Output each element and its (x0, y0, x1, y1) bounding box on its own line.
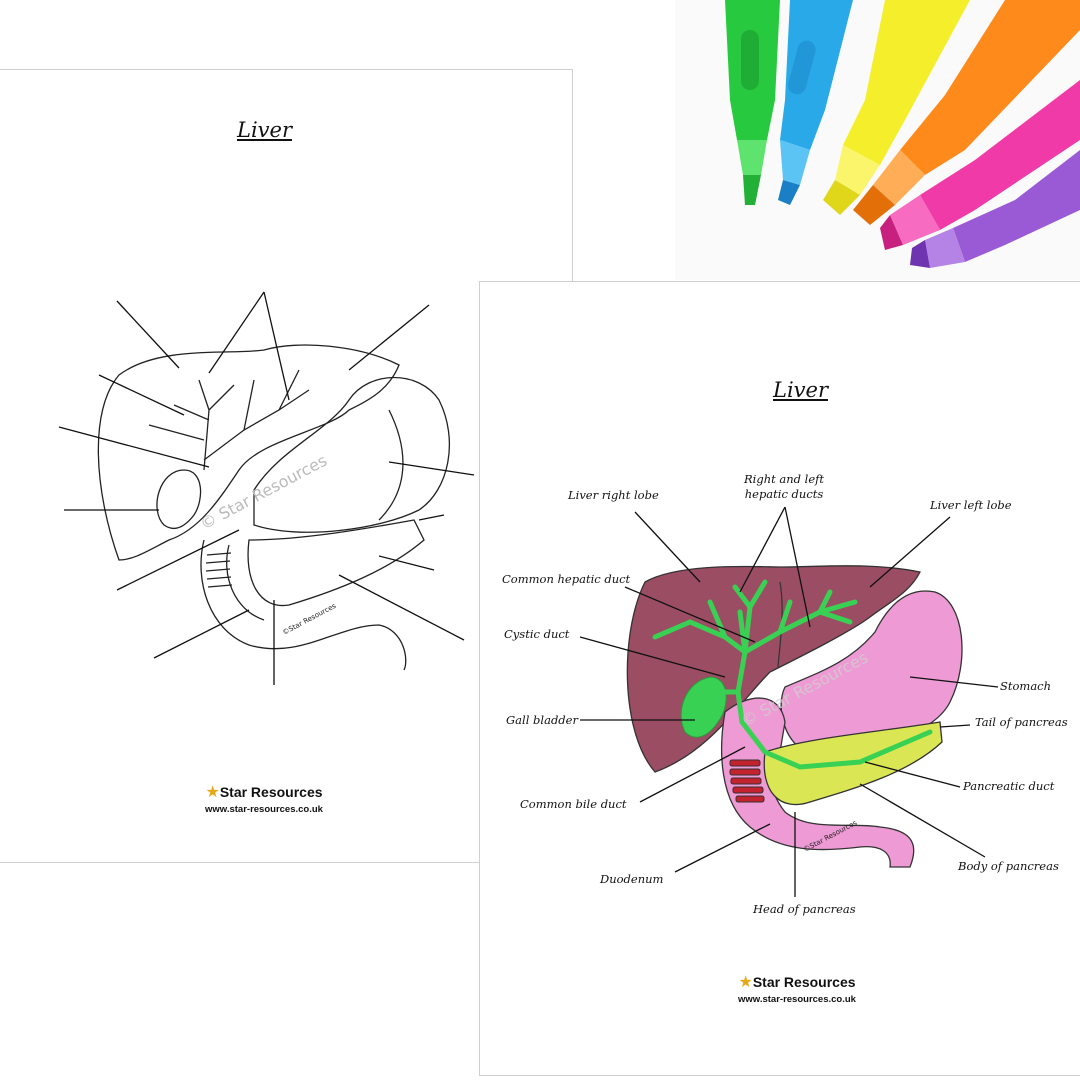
left-brand-url: www.star-resources.co.uk (205, 804, 323, 815)
leader-lines (579, 506, 999, 897)
label-cystic-duct: Cystic duct (504, 627, 570, 641)
left-brand: ★Star Resources www.star-resources.co.uk (179, 782, 349, 815)
label-pancreatic-duct: Pancreatic duct (963, 779, 1055, 793)
duodenum-rings (729, 759, 765, 803)
label-body-of-pancreas: Body of pancreas (958, 859, 1059, 873)
label-hepatic-ducts-line2: hepatic ducts (744, 487, 824, 501)
pink-marker (880, 80, 1080, 250)
label-hepatic-ducts: Right and left hepatic ducts (744, 472, 824, 502)
left-brand-name: Star Resources (219, 784, 323, 800)
unlabelled-liver-diagram: © Star Resources ©Star Resources (58, 291, 475, 685)
right-sheet-title: Liver (773, 378, 828, 402)
labelled-liver-diagram: © Star Resources ©Star Resources (579, 506, 999, 897)
left-worksheet: Liver (0, 69, 573, 863)
label-stomach: Stomach (1000, 679, 1052, 693)
right-brand-url: www.star-resources.co.uk (738, 994, 856, 1005)
orange-marker (853, 0, 1080, 225)
label-liver-right-lobe: Liver right lobe (568, 488, 659, 502)
highlighter-markers-photo (675, 0, 1080, 280)
label-hepatic-ducts-line1: Right and left (744, 472, 825, 486)
right-worksheet: Liver (479, 281, 1080, 1076)
green-marker (725, 0, 780, 205)
label-common-bile-duct: Common bile duct (520, 797, 627, 811)
label-liver-left-lobe: Liver left lobe (930, 498, 1012, 512)
purple-marker (910, 150, 1080, 268)
yellow-marker (823, 0, 970, 215)
left-copyright-stamp: ©Star Resources (281, 602, 337, 637)
blue-marker (778, 0, 853, 205)
label-duodenum: Duodenum (600, 872, 664, 886)
left-sheet-title: Liver (237, 118, 292, 142)
label-tail-of-pancreas: Tail of pancreas (975, 715, 1068, 729)
left-watermark: © Star Resources (197, 451, 330, 534)
bile-ducts (652, 579, 933, 770)
right-brand-name: Star Resources (752, 974, 856, 990)
right-brand: ★Star Resources www.star-resources.co.uk (712, 972, 882, 1005)
label-common-hepatic-duct: Common hepatic duct (502, 572, 631, 586)
label-gall-bladder: Gall bladder (506, 713, 578, 727)
label-head-of-pancreas: Head of pancreas (753, 902, 856, 916)
